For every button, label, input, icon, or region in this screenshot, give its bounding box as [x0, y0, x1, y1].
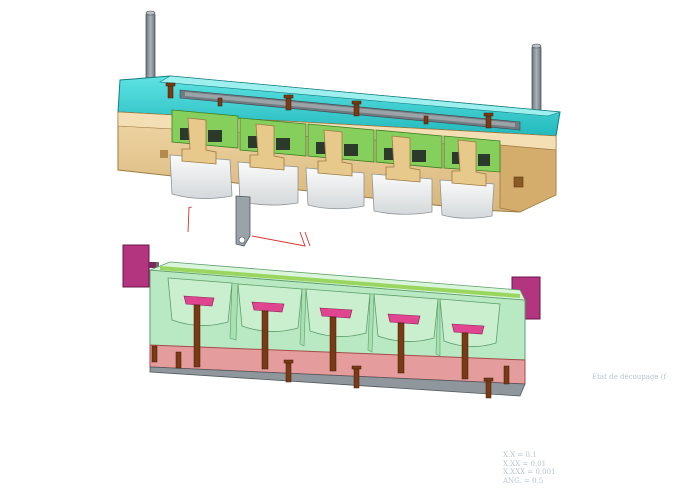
top-plate-screws	[165, 82, 494, 129]
state-label: Etat de découpage (f	[592, 373, 667, 381]
bottom-plate-screws	[151, 345, 510, 399]
core-insert-3	[305, 123, 375, 210]
cavity-1	[167, 277, 233, 368]
ejector-bar	[235, 195, 251, 247]
cavity-4	[373, 293, 439, 374]
tolerance-line: X.XXX = 0.001	[503, 468, 556, 476]
core-insert-1	[169, 109, 239, 199]
core-insert-4	[371, 129, 443, 215]
cavity-2	[237, 283, 303, 370]
tolerance-block: X.X = 0.1 X.XX = 0.01 X.XXX = 0.001 ANG.…	[503, 451, 556, 485]
lower-mold-assembly[interactable]	[122, 244, 541, 399]
tolerance-line: X.XX = 0.01	[503, 459, 547, 468]
upper-mold-assembly[interactable]	[117, 10, 561, 247]
guide-pillar-right	[531, 43, 542, 118]
core-insert-5	[439, 135, 501, 219]
tolerance-line: ANG. = 0.5	[503, 476, 544, 485]
core-insert-2	[237, 117, 307, 206]
cavity-5	[439, 298, 501, 380]
cavity-3	[305, 288, 371, 372]
top-clamping-plate	[117, 75, 561, 137]
sketch-lines	[187, 206, 311, 247]
tolerance-line: X.X = 0.1	[503, 451, 537, 459]
cavity-ribs	[229, 282, 441, 357]
side-block-left	[122, 244, 159, 288]
guide-pillar-left	[145, 10, 156, 93]
